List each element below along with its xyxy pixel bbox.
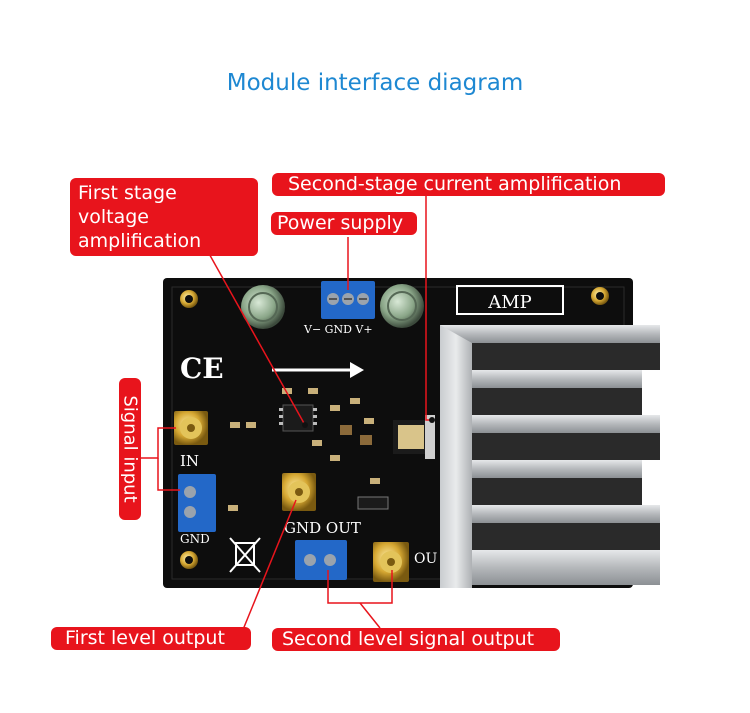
- label-power-supply: Power supply: [271, 212, 417, 235]
- power-pins-silkscreen: V− GND V+: [303, 323, 373, 336]
- capacitor-c10: [380, 284, 424, 328]
- in-silkscreen: IN: [180, 452, 199, 470]
- out-silkscreen: OU: [414, 551, 437, 567]
- sma-connector-p4: [174, 411, 208, 445]
- gnd-out-silkscreen: GND OUT: [284, 519, 361, 537]
- output-terminal-block: [295, 540, 347, 580]
- signal-arrow-icon: [272, 362, 364, 378]
- page-title: Module interface diagram: [226, 70, 524, 96]
- capacitor-c1: [241, 285, 285, 329]
- sma-connector-p1: [282, 473, 316, 511]
- label-first-level-output: First level output: [51, 627, 251, 650]
- label-second-stage: Second-stage current amplification: [272, 173, 665, 196]
- input-terminal-block: [178, 474, 216, 532]
- sma-connector-p3: [373, 542, 409, 582]
- gnd-silkscreen: GND: [180, 532, 210, 546]
- label-signal-input: Signal input: [119, 378, 141, 520]
- mounting-holes: [180, 287, 609, 569]
- label-first-stage: First stage voltage amplification: [70, 178, 258, 256]
- smd-components: [228, 388, 389, 511]
- opamp-ic-u1: [279, 404, 317, 432]
- callout-dots: [302, 417, 435, 428]
- power-transistor-u2: [393, 415, 435, 459]
- amp-silkscreen: AMP: [487, 292, 532, 313]
- amp-silkscreen-box: [456, 285, 564, 315]
- power-terminal-block: [321, 281, 375, 319]
- label-second-level-output: Second level signal output: [272, 628, 560, 651]
- heatsink: [440, 325, 660, 588]
- ce-mark: CE: [180, 352, 224, 385]
- weee-bin-icon: [229, 537, 261, 573]
